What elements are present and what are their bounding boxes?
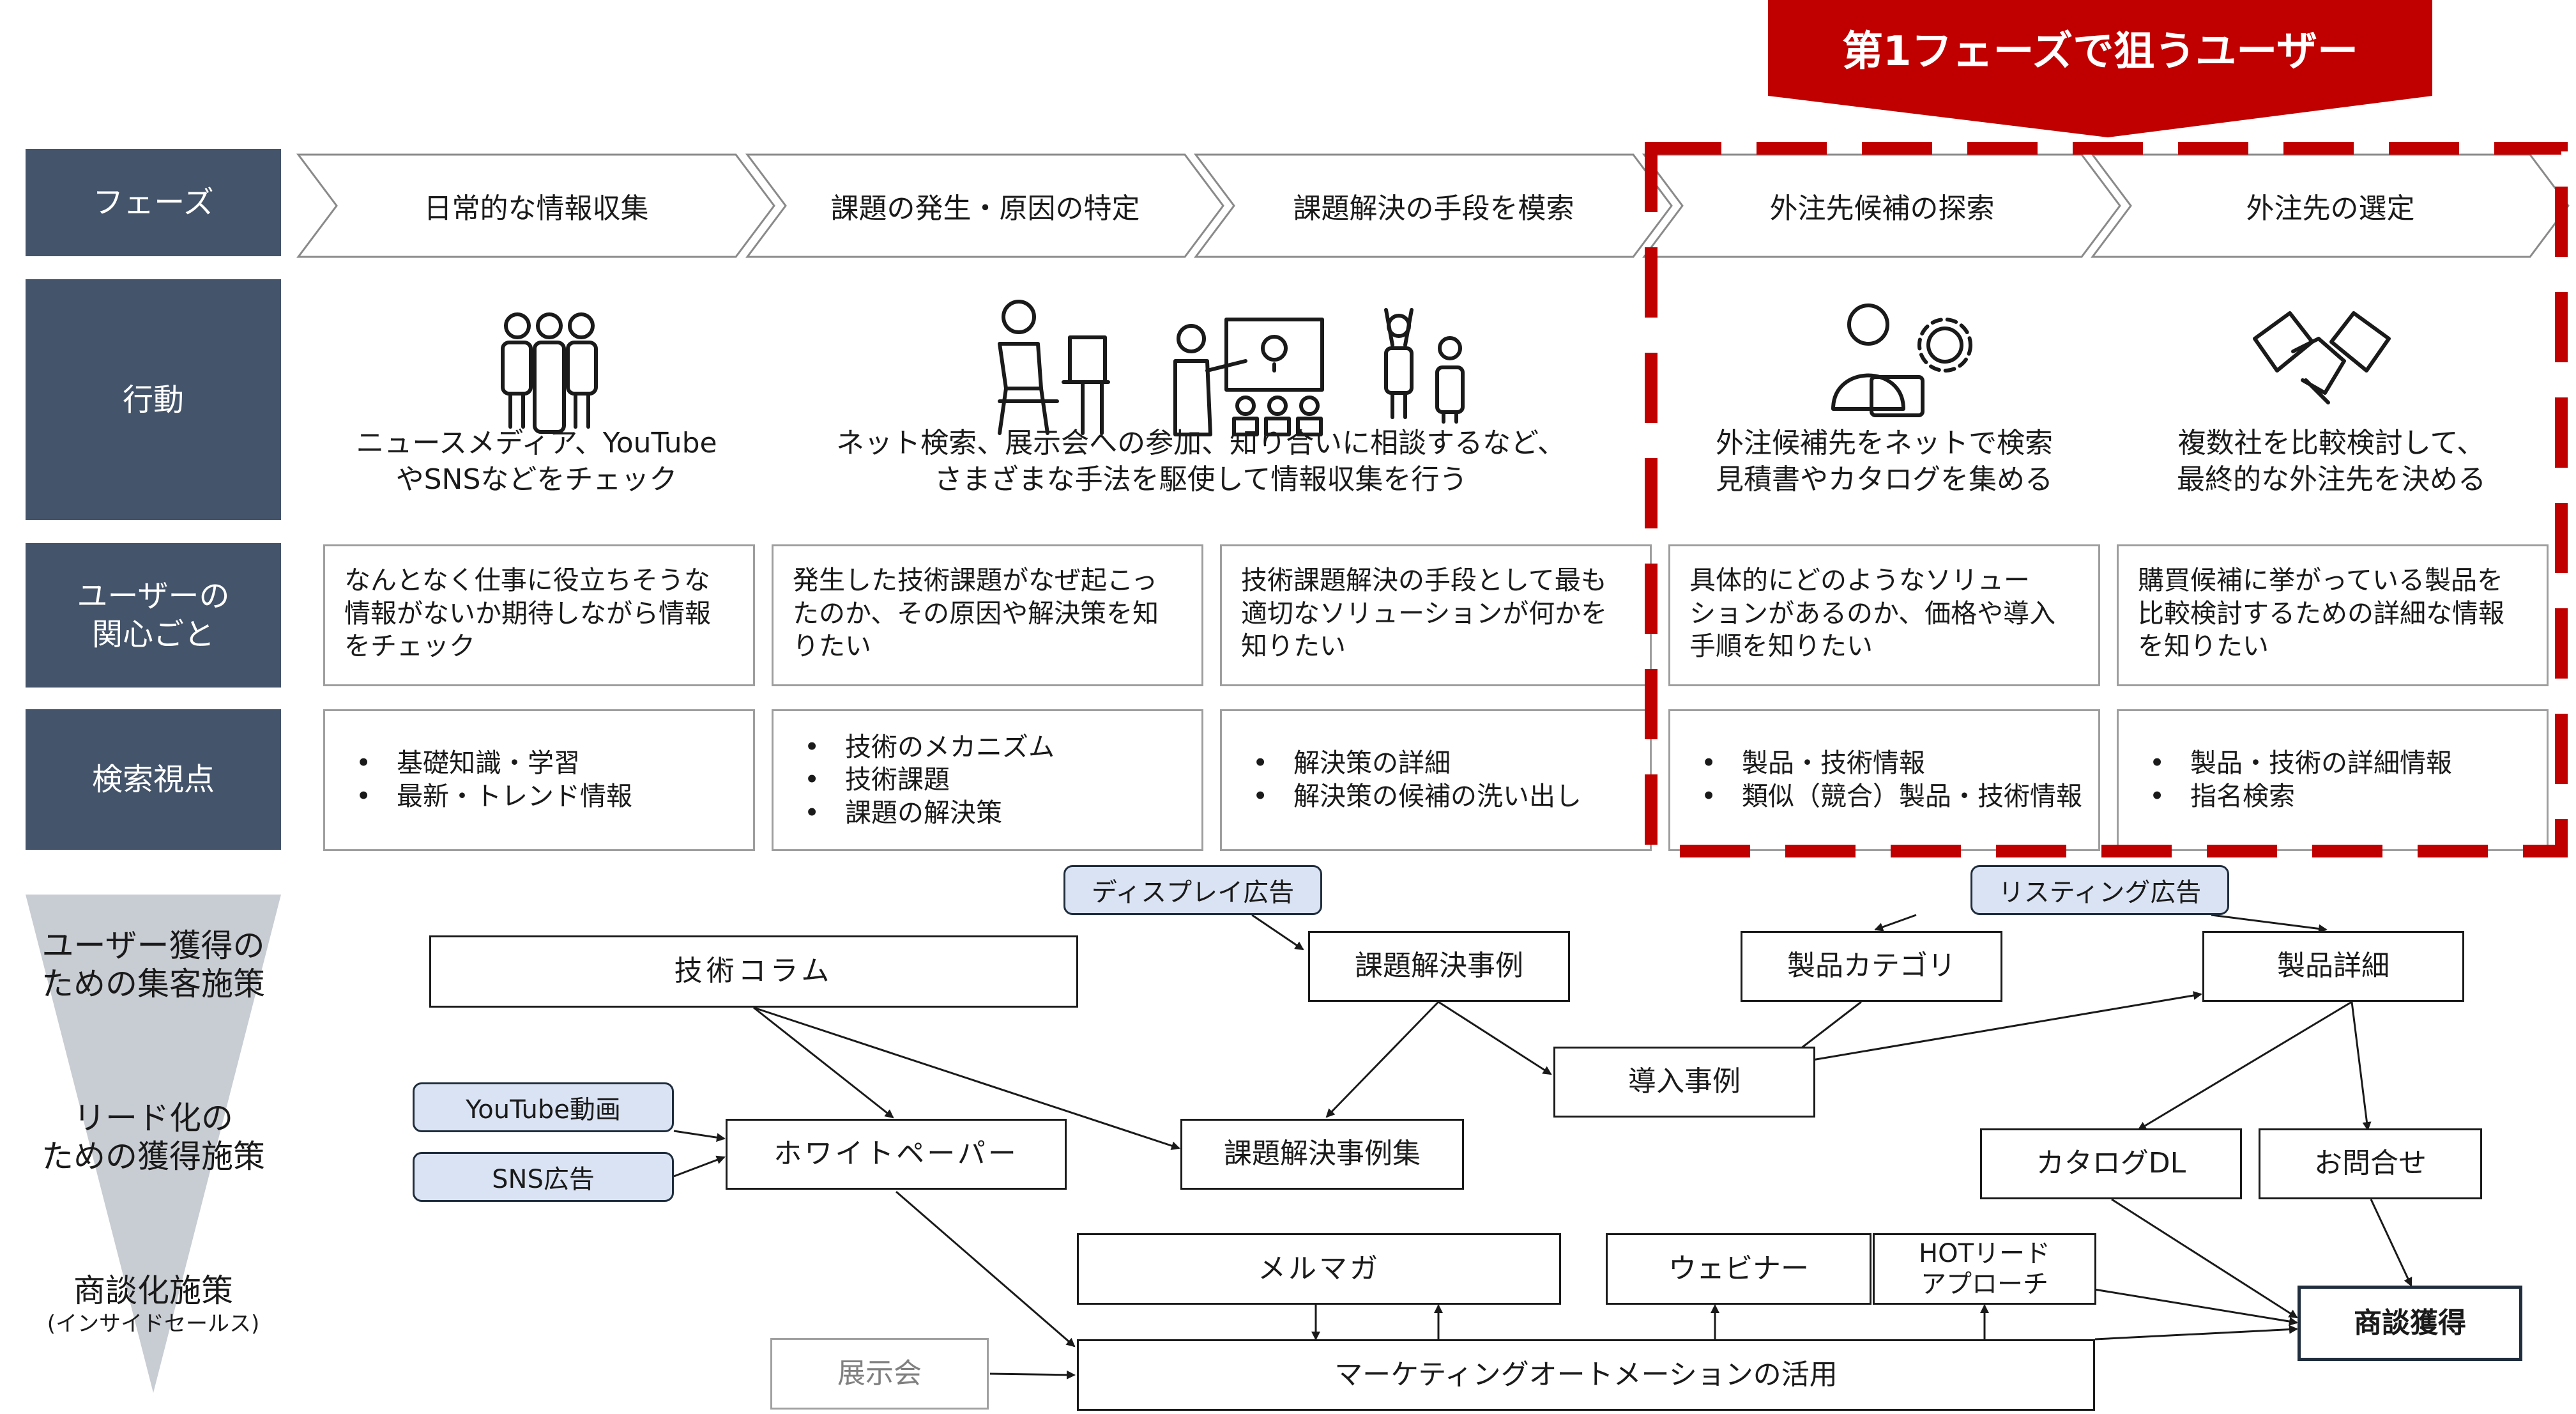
action-text-daily: ニュースメディア、YouTube やSNSなどをチェック: [356, 427, 717, 496]
action-text-search: ネット検索、展示会への参加、知り合いに相談するなど、 さまざまな手法を駆使して情…: [836, 427, 1566, 496]
cheering-people-icon: [1384, 308, 1465, 424]
interest-cell-5: 購買候補に挙がっている製品を 比較検討するための詳細な情報 を知りたい: [2117, 544, 2549, 686]
interest-cell-1: なんとなく仕事に役立ちそうな 情報がないか期待しながら情報 をチェック: [323, 544, 755, 686]
search-item: 最新・トレンド情報: [356, 780, 632, 813]
phase-label-4: 外注先候補の探索: [1769, 192, 1995, 225]
phase-label-3: 課題解決の手段を模索: [1293, 192, 1574, 225]
action-text-select: 複数社を比較検討して、 最終的な外注先を決める: [2177, 427, 2486, 496]
phase-label-1: 日常的な情報収集: [423, 192, 649, 225]
search-cell-5: 製品・技術の詳細情報指名検索: [2117, 709, 2549, 851]
desk-worker-icon: [998, 300, 1110, 435]
funnel-stage-lead: リード化の ための獲得施策: [42, 1100, 265, 1175]
search-item: 基礎知識・学習: [356, 747, 632, 780]
search-item: 製品・技術情報: [1701, 747, 2082, 780]
tag-youtube-video: YouTube動画: [413, 1082, 674, 1132]
search-cell-4: 製品・技術情報類似（競合）製品・技術情報: [1668, 709, 2100, 851]
box-exhibition: 展示会: [770, 1338, 989, 1410]
box-case-collection: 課題解決事例集: [1180, 1119, 1464, 1190]
box-product-detail: 製品詳細: [2202, 931, 2464, 1002]
group-people-icon: [501, 312, 598, 434]
handshake-icon: [2253, 311, 2391, 404]
box-tech-column: 技術コラム: [429, 935, 1078, 1008]
box-webinar: ウェビナー: [1606, 1233, 1871, 1305]
phase-label-5: 外注先の選定: [2246, 192, 2415, 225]
box-product-category: 製品カテゴリ: [1741, 931, 2002, 1002]
row-label-search: 検索視点: [26, 709, 281, 850]
search-item: 技術課題: [804, 764, 1055, 797]
funnel-stage-acquisition: ユーザー獲得の ための集客施策: [42, 927, 265, 1003]
phase-label-2: 課題の発生・原因の特定: [830, 192, 1140, 225]
presentation-icon: [1173, 318, 1324, 436]
box-intro-case: 導入事例: [1553, 1047, 1815, 1118]
funnel-stage-deal-note: (インサイドセールス): [47, 1311, 260, 1337]
tag-sns-ad: SNS広告: [413, 1152, 674, 1202]
engineer-gear-icon: [1831, 304, 1972, 417]
box-marketing-automation: マーケティングオートメーションの活用: [1077, 1339, 2095, 1411]
phase-chevron-2: [745, 153, 1224, 258]
search-item: 指名検索: [2149, 780, 2452, 813]
row-label-action: 行動: [26, 279, 281, 520]
search-item: 解決策の詳細: [1253, 747, 1581, 780]
phase-chevron-3: [1194, 153, 1673, 258]
tag-display-ad: ディスプレイ広告: [1063, 865, 1322, 915]
funnel-stage-deal: 商談化施策: [73, 1272, 233, 1309]
box-deal-acquired: 商談獲得: [2298, 1286, 2522, 1361]
banner-text: 第1フェーズで狙うユーザー: [1841, 28, 2359, 75]
action-text-candidate: 外注候補先をネットで検索 見積書やカタログを集める: [1716, 427, 2053, 496]
tag-listing-ad: リスティング広告: [1970, 865, 2229, 915]
box-hot-lead: HOTリード アプローチ: [1873, 1233, 2096, 1305]
search-item: 類似（競合）製品・技術情報: [1701, 780, 2082, 813]
interest-cell-2: 発生した技術課題がなぜ起こっ たのか、その原因や解決策を知 りたい: [772, 544, 1203, 686]
search-cell-3: 解決策の詳細解決策の候補の洗い出し: [1220, 709, 1652, 851]
search-cell-1: 基礎知識・学習最新・トレンド情報: [323, 709, 755, 851]
box-inquiry: お問合せ: [2259, 1128, 2482, 1199]
box-catalog-dl: カタログDL: [1980, 1128, 2242, 1199]
box-whitepaper: ホワイトペーパー: [726, 1119, 1067, 1190]
phase-chevron-1: [296, 153, 775, 258]
interest-cell-4: 具体的にどのようなソリュー ションがあるのか、価格や導入 手順を知りたい: [1668, 544, 2100, 686]
search-item: 課題の解決策: [804, 797, 1055, 830]
search-cell-2: 技術のメカニズム技術課題課題の解決策: [772, 709, 1203, 851]
row-label-phase: フェーズ: [26, 149, 281, 256]
row-label-interest: ユーザーの 関心ごと: [26, 543, 281, 688]
search-item: 製品・技術の詳細情報: [2149, 747, 2452, 780]
box-mail-magazine: メルマガ: [1077, 1233, 1561, 1305]
search-item: 解決策の候補の洗い出し: [1253, 780, 1581, 813]
box-case-study: 課題解決事例: [1308, 931, 1570, 1002]
interest-cell-3: 技術課題解決の手段として最も 適切なソリューションが何かを 知りたい: [1220, 544, 1652, 686]
search-item: 技術のメカニズム: [804, 731, 1055, 764]
